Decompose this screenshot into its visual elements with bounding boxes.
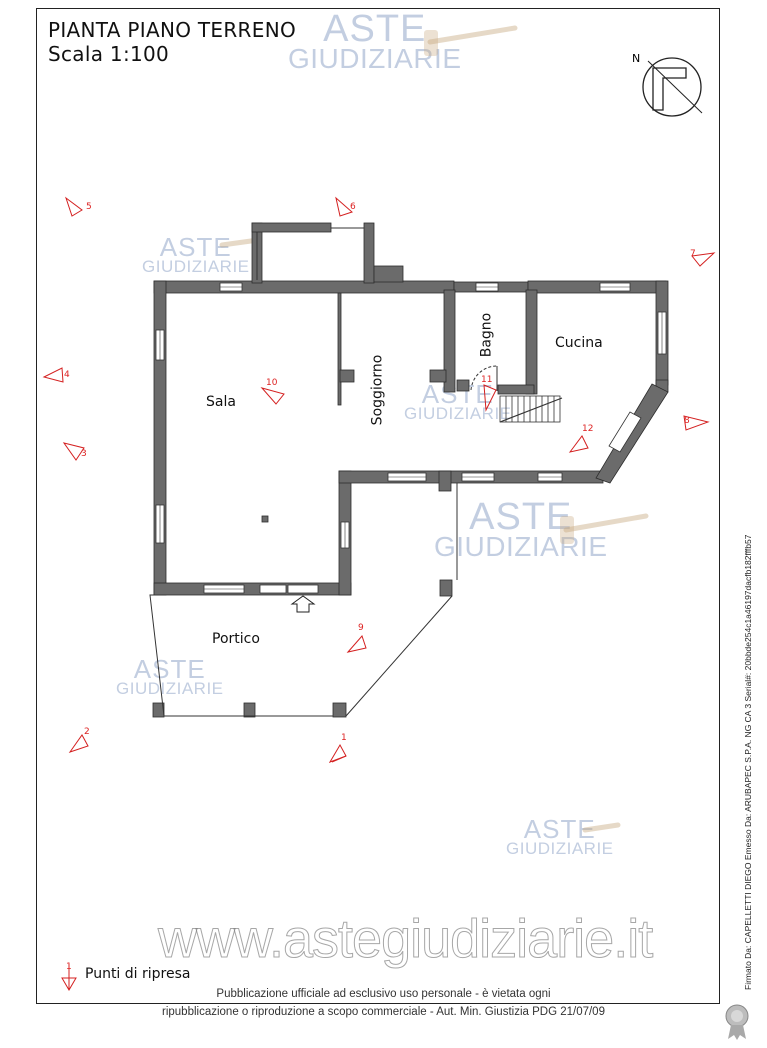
plan-lines <box>149 227 563 717</box>
shooting-point-3: 3 <box>81 449 87 459</box>
digital-signature: Firmato Da: CAPELLETTI DIEGO Emesso Da: … <box>743 534 753 990</box>
shooting-point-8: 8 <box>684 416 690 426</box>
gavel-icon <box>219 25 649 833</box>
shooting-point-10: 10 <box>266 378 278 388</box>
footer-line-1: Pubblicazione ufficiale ad esclusivo uso… <box>216 988 551 1000</box>
room-label-soggiorno: Soggiorno <box>369 354 386 426</box>
shooting-point-9: 9 <box>358 623 364 633</box>
shooting-point-1: 1 <box>341 733 347 743</box>
room-label-sala: Sala <box>206 394 236 410</box>
seal-icon <box>725 1004 749 1040</box>
entrance-arrow-icon <box>290 595 316 613</box>
legend-label: Punti di ripresa <box>85 966 191 982</box>
north-arrow-icon: N <box>632 52 703 117</box>
shooting-point-2: 2 <box>84 727 90 737</box>
shooting-point-12: 12 <box>582 424 594 434</box>
windows <box>155 282 667 594</box>
legend-marker-number: 1 <box>66 962 72 972</box>
plan-scale: Scala 1:100 <box>48 42 170 66</box>
footer-line-2: ripubblicazione o riproduzione a scopo c… <box>162 1006 605 1018</box>
north-label: N <box>632 52 640 65</box>
shooting-point-7: 7 <box>690 249 696 259</box>
plan-title-block: PIANTA PIANO TERRENO Scala 1:100 <box>48 18 296 66</box>
room-label-cucina: Cucina <box>555 335 603 351</box>
room-label-portico: Portico <box>212 631 260 647</box>
shooting-point-6: 6 <box>350 202 356 212</box>
plan-title: PIANTA PIANO TERRENO <box>48 18 296 42</box>
shooting-point-markers <box>42 196 716 991</box>
room-label-bagno: Bagno <box>478 312 495 358</box>
shooting-point-11: 11 <box>481 375 493 385</box>
drawing-frame <box>36 8 720 1004</box>
shooting-point-4: 4 <box>64 370 70 380</box>
watermark-url: www.astegiudiziarie.it <box>157 909 653 970</box>
shooting-point-5: 5 <box>86 202 92 212</box>
